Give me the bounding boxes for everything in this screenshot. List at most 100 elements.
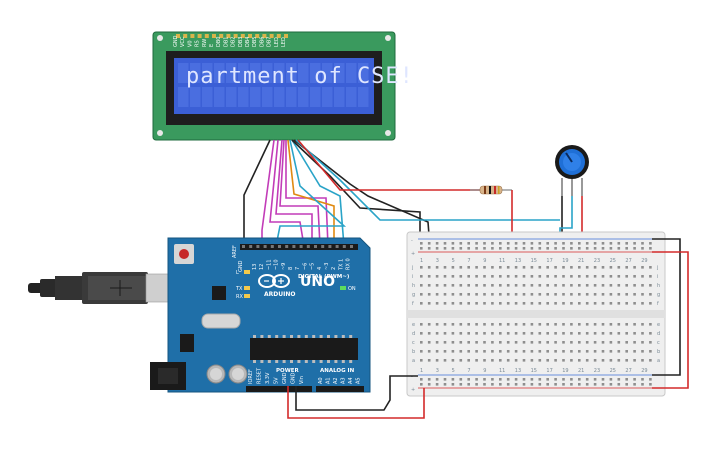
breadboard-hole[interactable] <box>585 247 589 250</box>
breadboard-hole[interactable] <box>585 266 589 269</box>
breadboard-hole[interactable] <box>562 323 565 326</box>
breadboard-hole[interactable] <box>554 302 557 305</box>
breadboard-hole[interactable] <box>633 383 636 386</box>
breadboard-hole[interactable] <box>427 284 431 287</box>
breadboard-hole[interactable] <box>483 247 486 250</box>
breadboard-hole[interactable] <box>427 293 431 296</box>
breadboard-hole[interactable] <box>538 323 542 326</box>
breadboard-hole[interactable] <box>570 266 573 269</box>
breadboard-hole[interactable] <box>467 284 470 287</box>
breadboard-hole[interactable] <box>554 266 557 269</box>
breadboard-hole[interactable] <box>459 323 463 326</box>
breadboard-hole[interactable] <box>499 350 502 353</box>
wire-black-rail-bridge[interactable] <box>652 238 681 376</box>
breadboard-hole[interactable] <box>593 323 597 326</box>
breadboard-hole[interactable] <box>546 378 549 381</box>
breadboard-hole[interactable] <box>617 275 621 278</box>
breadboard-hole[interactable] <box>483 359 486 362</box>
breadboard-hole[interactable] <box>491 359 494 362</box>
breadboard-hole[interactable] <box>427 323 431 326</box>
breadboard-hole[interactable] <box>625 359 628 362</box>
breadboard-hole[interactable] <box>514 247 518 250</box>
breadboard-hole[interactable] <box>467 350 470 353</box>
breadboard-hole[interactable] <box>546 247 549 250</box>
breadboard-hole[interactable] <box>633 247 636 250</box>
breadboard-hole[interactable] <box>475 293 478 296</box>
breadboard-hole[interactable] <box>601 247 605 250</box>
breadboard-hole[interactable] <box>546 242 549 245</box>
breadboard-hole[interactable] <box>593 332 597 335</box>
breadboard-hole[interactable] <box>585 323 589 326</box>
breadboard-hole[interactable] <box>506 242 510 245</box>
breadboard-hole[interactable] <box>570 332 573 335</box>
breadboard-hole[interactable] <box>633 302 636 305</box>
breadboard-hole[interactable] <box>601 350 605 353</box>
breadboard-hole[interactable] <box>649 242 652 245</box>
breadboard-hole[interactable] <box>435 378 439 381</box>
header-pin[interactable] <box>263 245 267 248</box>
breadboard-hole[interactable] <box>467 359 470 362</box>
breadboard-hole[interactable] <box>467 302 470 305</box>
breadboard-hole[interactable] <box>443 302 447 305</box>
breadboard-hole[interactable] <box>554 341 557 344</box>
reset-button-cap[interactable] <box>179 249 189 259</box>
breadboard-holes[interactable] <box>420 242 652 386</box>
breadboard-hole[interactable] <box>546 332 549 335</box>
breadboard-hole[interactable] <box>499 323 502 326</box>
breadboard-hole[interactable] <box>609 383 613 386</box>
breadboard-hole[interactable] <box>554 242 557 245</box>
breadboard-hole[interactable] <box>578 323 581 326</box>
breadboard-hole[interactable] <box>435 323 439 326</box>
breadboard-hole[interactable] <box>593 350 597 353</box>
breadboard-hole[interactable] <box>570 378 573 381</box>
breadboard-hole[interactable] <box>578 284 581 287</box>
breadboard-hole[interactable] <box>530 341 534 344</box>
breadboard-hole[interactable] <box>546 323 549 326</box>
breadboard-hole[interactable] <box>475 323 478 326</box>
breadboard-hole[interactable] <box>609 359 613 362</box>
breadboard-hole[interactable] <box>585 284 589 287</box>
breadboard-hole[interactable] <box>633 323 636 326</box>
breadboard-hole[interactable] <box>451 383 455 386</box>
breadboard-hole[interactable] <box>435 284 439 287</box>
breadboard-hole[interactable] <box>467 383 470 386</box>
breadboard-hole[interactable] <box>467 332 470 335</box>
breadboard-hole[interactable] <box>546 341 549 344</box>
breadboard-hole[interactable] <box>578 266 581 269</box>
breadboard-hole[interactable] <box>435 341 439 344</box>
breadboard-hole[interactable] <box>609 247 613 250</box>
breadboard-hole[interactable] <box>427 247 431 250</box>
breadboard-hole[interactable] <box>499 378 502 381</box>
breadboard-hole[interactable] <box>538 293 542 296</box>
breadboard-hole[interactable] <box>522 341 526 344</box>
breadboard-hole[interactable] <box>522 383 526 386</box>
breadboard-hole[interactable] <box>633 359 636 362</box>
breadboard-hole[interactable] <box>435 266 439 269</box>
breadboard-hole[interactable] <box>593 341 597 344</box>
breadboard-hole[interactable] <box>585 275 589 278</box>
breadboard-hole[interactable] <box>514 284 518 287</box>
breadboard-hole[interactable] <box>641 350 644 353</box>
breadboard-hole[interactable] <box>562 293 565 296</box>
breadboard-hole[interactable] <box>522 378 526 381</box>
breadboard-hole[interactable] <box>506 341 510 344</box>
breadboard-hole[interactable] <box>467 378 470 381</box>
breadboard-hole[interactable] <box>546 275 549 278</box>
lcd-pin[interactable] <box>176 34 180 38</box>
breadboard-hole[interactable] <box>641 242 644 245</box>
breadboard-hole[interactable] <box>609 323 613 326</box>
breadboard-hole[interactable] <box>554 323 557 326</box>
power-header[interactable] <box>246 386 312 392</box>
breadboard-hole[interactable] <box>601 302 605 305</box>
breadboard-hole[interactable] <box>601 359 605 362</box>
breadboard-hole[interactable] <box>491 350 494 353</box>
header-pin[interactable] <box>335 245 339 248</box>
breadboard-hole[interactable] <box>609 275 613 278</box>
breadboard-hole[interactable] <box>499 341 502 344</box>
breadboard-hole[interactable] <box>601 332 605 335</box>
breadboard-hole[interactable] <box>475 247 478 250</box>
breadboard-hole[interactable] <box>641 275 644 278</box>
breadboard-hole[interactable] <box>427 275 431 278</box>
